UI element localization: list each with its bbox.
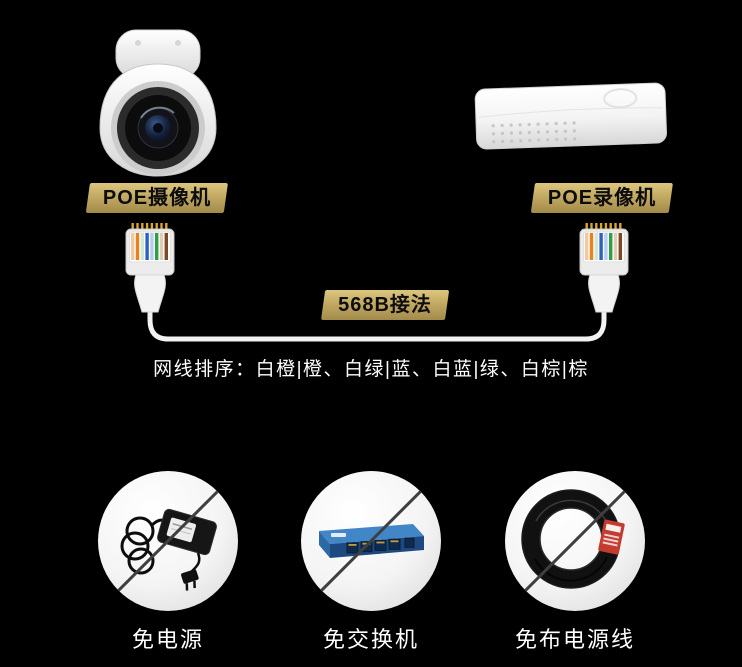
adapter-coiled-cord	[120, 516, 169, 575]
coil-label	[598, 519, 625, 555]
wiring-method-badge: 568B接法	[320, 290, 450, 320]
wiring-method-text: 568B接法	[338, 294, 432, 316]
camera-lens	[111, 81, 205, 175]
switch-logo	[331, 533, 346, 537]
recorder-label-text: POE录像机	[547, 187, 657, 209]
wiring-order-text: 网线排序：白橙|橙、白绿|蓝、白蓝|绿、白棕|棕	[153, 359, 589, 380]
rj45-connector-right	[579, 223, 629, 313]
feature-no-power-cable: 免布电源线	[505, 471, 645, 654]
feature-label: 免交换机	[322, 627, 419, 652]
camera-label-text: POE摄像机	[102, 187, 212, 209]
network-switch-icon	[319, 524, 424, 558]
rj45-boot	[134, 274, 166, 313]
power-adapter-icon	[120, 508, 217, 591]
recorder-top-ring	[603, 88, 638, 109]
cable-coil-icon	[521, 489, 625, 589]
camera-mount-base	[115, 29, 201, 79]
feature-circle	[98, 471, 238, 611]
rj45-pins	[585, 223, 622, 230]
feature-circle	[301, 471, 441, 611]
rj45-wire-stripes	[585, 233, 622, 260]
poe-camera-image	[99, 29, 217, 177]
adapter-dc-cord	[190, 552, 201, 573]
rj45-pins	[131, 223, 168, 230]
feature-label: 免电源	[131, 627, 204, 652]
rj45-wire-stripes	[131, 233, 168, 260]
recorder-vent-grille	[489, 117, 579, 144]
feature-label: 免布电源线	[514, 627, 635, 652]
feature-no-switch: 免交换机	[301, 471, 441, 654]
feature-no-power: 免电源	[98, 471, 238, 654]
poe-recorder-image	[474, 82, 668, 150]
adapter-plug	[181, 569, 199, 591]
rj45-boot	[588, 274, 620, 313]
camera-label-badge: POE摄像机	[85, 183, 229, 213]
adapter-brick	[157, 508, 217, 556]
rj45-connector-left	[125, 223, 175, 313]
feature-circle	[505, 471, 645, 611]
recorder-label-badge: POE录像机	[530, 183, 674, 213]
